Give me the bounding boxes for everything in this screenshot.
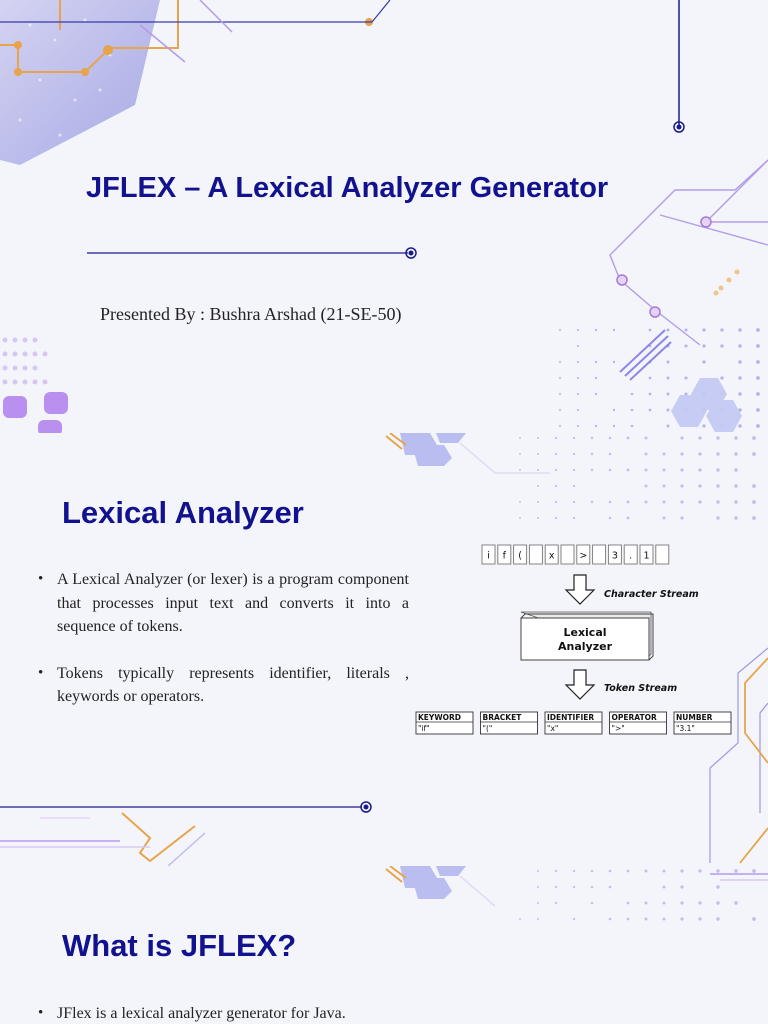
token-type-label: IDENTIFIER bbox=[547, 713, 594, 722]
token-value-label: "(" bbox=[483, 724, 493, 733]
slide-decoration bbox=[0, 0, 768, 433]
token-stream-cells: KEYWORD "if" BRACKET "(" IDENTIFIER "x" OPERAT… bbox=[416, 712, 731, 734]
char-cell: f bbox=[498, 545, 511, 564]
token-value-label: "x" bbox=[547, 724, 558, 733]
slide-title: JFLEX – A Lexical Analyzer Generator bbox=[86, 172, 608, 205]
token-type-label: KEYWORD bbox=[418, 713, 461, 722]
token-value-label: "if" bbox=[418, 724, 430, 733]
down-arrow-icon bbox=[566, 575, 594, 604]
bullet-item: JFlex is a lexical analyzer generator fo… bbox=[33, 1002, 633, 1024]
char-cell: i bbox=[482, 545, 495, 564]
char-cell-label: x bbox=[549, 551, 555, 562]
token-stream-label: Token Stream bbox=[604, 683, 677, 694]
title-slide: JFLEX – A Lexical Analyzer Generator Pre… bbox=[0, 0, 768, 433]
char-cell: > bbox=[577, 545, 590, 564]
char-cell bbox=[561, 545, 574, 564]
bullet-item: A Lexical Analyzer (or lexer) is a progr… bbox=[33, 568, 409, 639]
character-stream-label: Character Stream bbox=[604, 589, 699, 600]
presenter-line: Presented By : Bushra Arshad (21-SE-50) bbox=[100, 304, 401, 325]
char-cell-label: . bbox=[629, 551, 632, 562]
analyzer-label: Lexical bbox=[563, 626, 606, 639]
bullet-list: JFlex is a lexical analyzer generator fo… bbox=[33, 1002, 633, 1024]
character-stream-cells: if ( x >3. 1 bbox=[482, 545, 669, 564]
char-cell-label: ( bbox=[518, 551, 522, 562]
token-value-label: "3.1" bbox=[676, 724, 695, 733]
char-cell-label: 1 bbox=[643, 551, 649, 562]
token-type-label: OPERATOR bbox=[612, 713, 657, 722]
bullet-item: Tokens typically represents identifier, … bbox=[33, 662, 409, 709]
token-cell: KEYWORD "if" bbox=[416, 712, 473, 734]
slide-title: What is JFLEX? bbox=[62, 928, 296, 964]
char-cell: ( bbox=[514, 545, 527, 564]
char-cell-label: > bbox=[579, 551, 587, 562]
char-cell-label: i bbox=[487, 551, 490, 562]
char-cell: . bbox=[624, 545, 637, 564]
char-cell-label: 3 bbox=[612, 551, 618, 562]
char-cell bbox=[529, 545, 542, 564]
lexical-analyzer-slide: Lexical Analyzer A Lexical Analyzer (or … bbox=[0, 433, 768, 866]
token-cell: OPERATOR ">" bbox=[610, 712, 667, 734]
char-cell: 3 bbox=[608, 545, 621, 564]
token-cell: BRACKET "(" bbox=[481, 712, 538, 734]
what-is-jflex-slide: What is JFLEX? JFlex is a lexical analyz… bbox=[0, 866, 768, 1024]
slide-title: Lexical Analyzer bbox=[62, 495, 304, 531]
token-type-label: NUMBER bbox=[676, 713, 713, 722]
bullet-list: A Lexical Analyzer (or lexer) is a progr… bbox=[33, 568, 409, 732]
char-cell: x bbox=[545, 545, 558, 564]
token-cell: IDENTIFIER "x" bbox=[545, 712, 602, 734]
token-value-label: ">" bbox=[612, 724, 625, 733]
down-arrow-icon bbox=[566, 670, 594, 699]
char-cell bbox=[656, 545, 669, 564]
char-cell: 1 bbox=[640, 545, 653, 564]
analyzer-label: Analyzer bbox=[558, 640, 613, 653]
token-type-label: BRACKET bbox=[483, 713, 523, 722]
char-cell bbox=[593, 545, 606, 564]
lexer-diagram: if ( x >3. 1 Character Stream Lexical Analyz… bbox=[410, 538, 750, 738]
token-cell: NUMBER "3.1" bbox=[674, 712, 731, 734]
